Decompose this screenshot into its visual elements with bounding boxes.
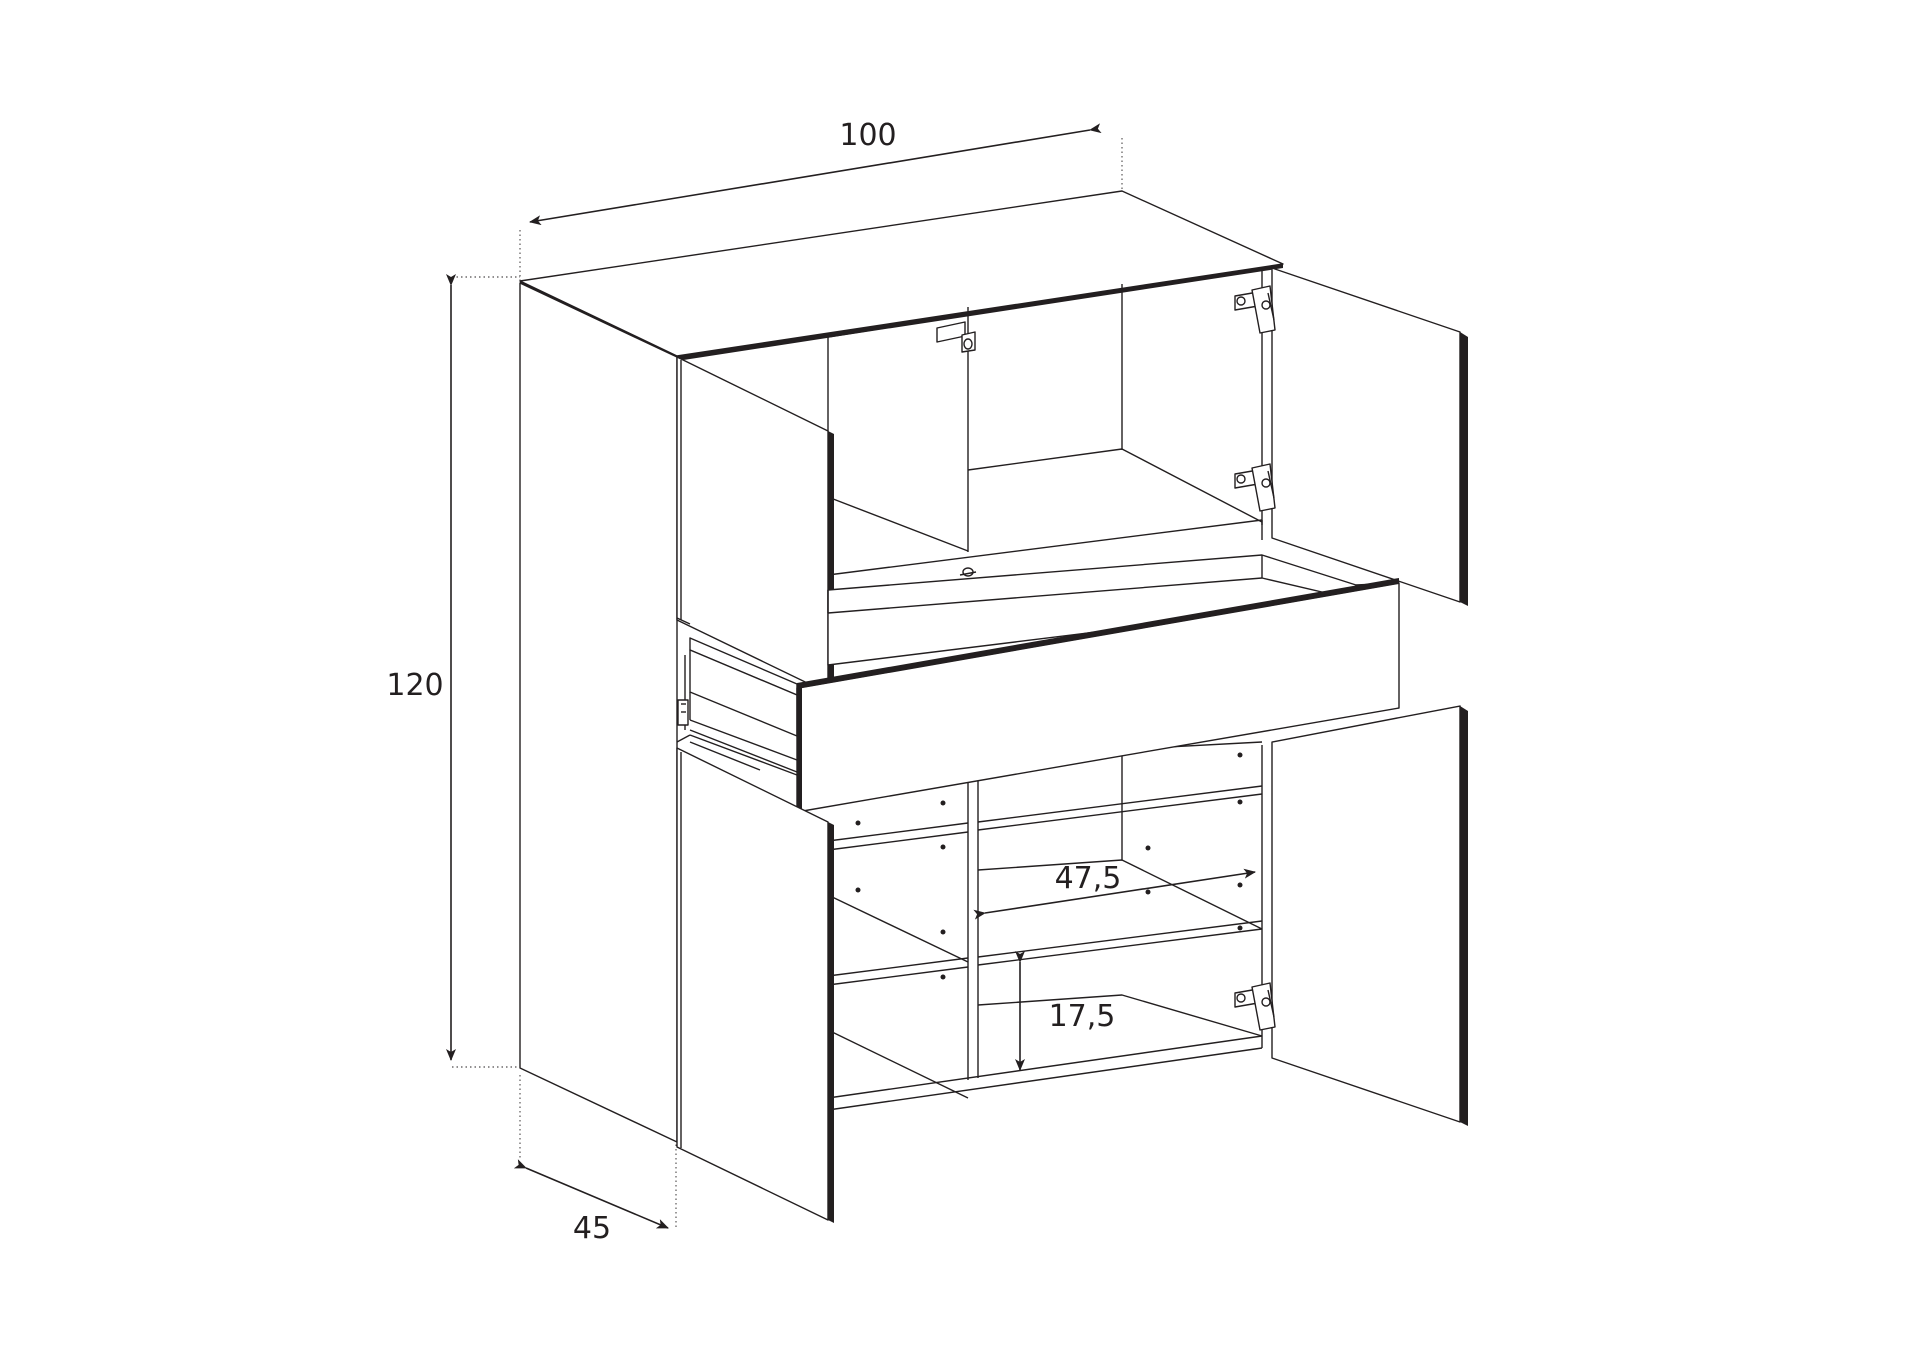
height-dimension: 120 bbox=[386, 274, 520, 1068]
cabinet-carcass bbox=[519, 190, 1284, 1143]
bottom-hinge-icon bbox=[1234, 982, 1276, 1031]
inner-width-label: 47,5 bbox=[1055, 861, 1122, 896]
lower-right-door bbox=[1234, 705, 1468, 1126]
shelf-spacing-dimension: 17,5 bbox=[1015, 951, 1116, 1071]
shelf-spacing-label: 17,5 bbox=[1049, 999, 1116, 1034]
width-label: 100 bbox=[839, 118, 896, 153]
depth-dimension: 45 bbox=[513, 1075, 677, 1246]
lower-hinge-icon bbox=[1234, 463, 1276, 512]
upper-right-door bbox=[1234, 267, 1468, 606]
open-drawer bbox=[676, 554, 1400, 813]
top-panel bbox=[519, 190, 1284, 357]
width-dimension: 100 bbox=[519, 118, 1123, 282]
depth-label: 45 bbox=[573, 1211, 611, 1246]
height-label: 120 bbox=[386, 668, 443, 703]
hinge-plate-icon bbox=[936, 321, 977, 577]
upper-hinge-icon bbox=[1234, 285, 1276, 334]
left-side-panel bbox=[519, 282, 678, 1143]
inner-width-dimension: 47,5 bbox=[973, 861, 1256, 920]
lower-left-door bbox=[676, 734, 834, 1223]
